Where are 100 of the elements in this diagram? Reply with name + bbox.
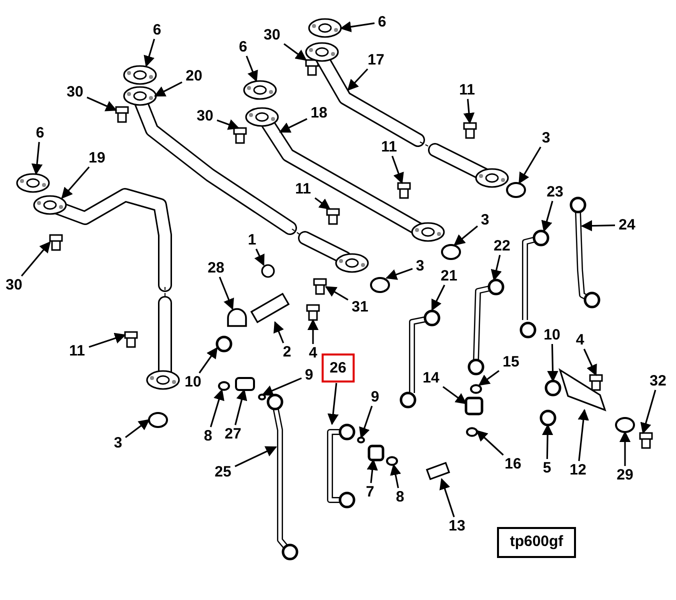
callout-number: 23 — [546, 184, 564, 200]
callout-number: 30 — [66, 84, 84, 100]
nut — [544, 380, 562, 396]
leader-arrow — [431, 284, 446, 311]
leader-arrow — [234, 388, 248, 426]
callout-number: 31 — [350, 300, 370, 314]
clamp — [227, 308, 247, 327]
leader-arrow — [262, 377, 302, 396]
nut — [216, 336, 232, 352]
callout-number: 11 — [68, 344, 86, 358]
leader-arrow — [580, 220, 616, 232]
bolt — [589, 374, 603, 391]
callout-number: 13 — [448, 518, 466, 534]
o-ring — [470, 384, 482, 394]
callout-number: 22 — [492, 238, 512, 254]
flange-gasket — [308, 18, 342, 38]
leader-arrow — [542, 424, 554, 460]
fitting — [464, 396, 484, 416]
bolt — [326, 208, 340, 225]
callout-number: 27 — [224, 426, 242, 442]
leader-arrow — [234, 446, 278, 468]
leader-arrow — [547, 344, 558, 382]
callout-number: 14 — [422, 370, 440, 386]
callout-number: 32 — [648, 374, 668, 388]
leader-arrow — [340, 21, 375, 32]
callout-number: 6 — [152, 22, 162, 38]
o-ring — [466, 427, 478, 437]
clip — [426, 462, 450, 480]
spacer — [261, 264, 275, 278]
oil-line-tube — [570, 196, 600, 308]
callout-number: 20 — [184, 68, 204, 84]
callout-number: 24 — [618, 218, 636, 232]
callout-number: 1 — [246, 232, 258, 248]
oil-line-tube — [400, 310, 440, 408]
leader-arrow — [328, 382, 339, 426]
leader-arrow — [20, 241, 51, 277]
leader-arrow — [61, 166, 90, 199]
callout-number: 3 — [112, 436, 124, 450]
callout-number: 4 — [574, 332, 586, 348]
leader-arrow — [463, 98, 475, 124]
callout-number: 11 — [458, 82, 476, 98]
callout-number: 19 — [88, 150, 106, 166]
o-ring — [148, 412, 168, 428]
exhaust-pipe — [123, 86, 369, 273]
leader-arrow — [478, 370, 500, 386]
o-ring — [357, 436, 365, 444]
leader-arrow — [640, 390, 656, 434]
leader-arrow — [442, 386, 467, 404]
bolt — [639, 432, 653, 449]
leader-arrow — [583, 348, 597, 376]
leader-arrow — [359, 406, 373, 439]
leader-arrow — [386, 268, 413, 280]
leader-arrow — [216, 119, 240, 130]
leader-arrow — [144, 38, 156, 68]
leader-arrow — [476, 430, 504, 456]
leader-arrow — [541, 200, 554, 232]
callout-number: 30 — [4, 278, 24, 292]
leader-arrow — [210, 388, 224, 428]
leader-arrow — [390, 464, 402, 488]
fitting — [368, 444, 384, 462]
leader-arrow — [246, 56, 258, 82]
fitting — [235, 377, 255, 391]
leader-arrow — [366, 458, 378, 484]
leader-arrow — [518, 146, 542, 184]
callout-number: 6 — [34, 126, 46, 140]
callout-number: 29 — [616, 468, 634, 482]
callout-number: 9 — [304, 368, 314, 382]
leader-arrow — [454, 226, 478, 246]
leader-arrow — [31, 142, 43, 176]
leader-arrow — [578, 408, 589, 462]
leader-arrow — [198, 347, 218, 374]
callout-number: 6 — [238, 40, 248, 54]
callout-number: 17 — [366, 52, 386, 68]
leader-arrow — [284, 43, 307, 61]
o-ring — [258, 394, 266, 400]
callout-number: 3 — [414, 258, 426, 274]
flange-gasket — [16, 173, 50, 193]
o-ring — [441, 244, 461, 260]
leader-arrow — [307, 318, 319, 344]
o-ring — [218, 381, 230, 391]
leader-arrow — [439, 478, 455, 518]
bolt — [115, 106, 129, 123]
leader-arrow — [490, 254, 502, 282]
callout-number: 21 — [440, 268, 458, 284]
callout-number: 3 — [480, 212, 490, 228]
callout-number: 30 — [196, 108, 214, 124]
leader-arrow — [218, 276, 234, 310]
callout-number: 4 — [308, 346, 318, 360]
callout-number: 6 — [376, 14, 388, 30]
flange-gasket — [243, 80, 277, 100]
leader-arrow — [392, 156, 404, 184]
clamp — [615, 416, 635, 434]
callout-number: 8 — [394, 490, 406, 504]
oil-line-tube — [468, 278, 504, 376]
oil-line-tube — [266, 394, 298, 560]
o-ring — [370, 276, 390, 294]
drawing-code-box: tp600gf — [497, 527, 576, 558]
callout-number: 7 — [364, 484, 376, 500]
leader-arrow — [125, 419, 150, 438]
callout-number: 30 — [262, 28, 282, 42]
